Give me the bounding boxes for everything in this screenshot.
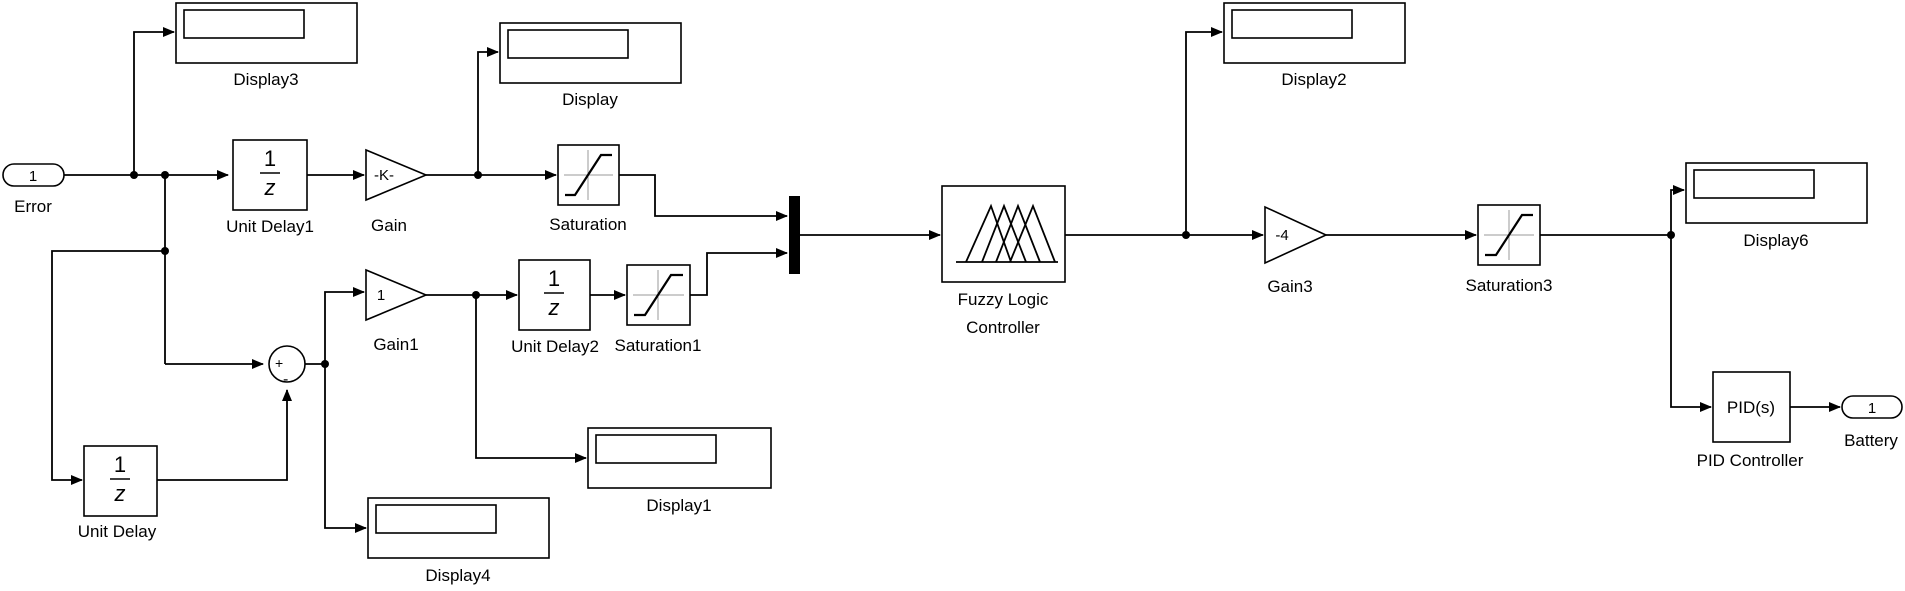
unit-delay2-block[interactable]: 1 z Unit Delay2	[511, 259, 599, 356]
fuzzy-label-line2: Controller	[966, 318, 1040, 337]
gain-label: Gain	[371, 216, 407, 235]
unit-delay2-label: Unit Delay2	[511, 337, 599, 356]
unit-delay-label: Unit Delay	[78, 522, 157, 541]
saturation3-block[interactable]: Saturation3	[1466, 204, 1553, 295]
outport-battery[interactable]: 1 Battery	[1841, 395, 1903, 450]
sum-plus-sign: +	[275, 355, 283, 371]
delay-denominator: z	[548, 295, 560, 320]
membership-functions-icon	[956, 203, 1058, 263]
inport-label: Error	[14, 197, 52, 216]
pid-controller-label: PID Controller	[1697, 451, 1804, 470]
inport-number: 1	[29, 168, 37, 185]
unit-delay-block[interactable]: 1 z Unit Delay	[78, 445, 158, 541]
delay-numerator: 1	[548, 266, 560, 291]
display4-label: Display4	[425, 566, 490, 585]
display3-block[interactable]: Display3	[175, 2, 358, 89]
display1-block[interactable]: Display1	[587, 427, 772, 515]
inport-error[interactable]: 1 Error	[2, 163, 65, 216]
saturation3-label: Saturation3	[1466, 276, 1553, 295]
saturation-label: Saturation	[549, 215, 627, 234]
outport-label: Battery	[1844, 431, 1898, 450]
pid-controller-block[interactable]: PID(s) PID Controller	[1697, 371, 1804, 470]
delay-numerator: 1	[114, 452, 126, 477]
gain-value: -K-	[374, 167, 394, 184]
delay-denominator: z	[114, 481, 126, 506]
sum-minus-sign: -	[283, 371, 288, 388]
sum-block[interactable]: + -	[268, 345, 306, 388]
mux-block[interactable]	[789, 196, 800, 274]
unit-delay1-block[interactable]: 1 z Unit Delay1	[226, 139, 314, 236]
saturation1-label: Saturation1	[615, 336, 702, 355]
delay-denominator: z	[264, 175, 276, 200]
display6-label: Display6	[1743, 231, 1808, 250]
display6-block[interactable]: Display6	[1685, 162, 1868, 250]
display4-block[interactable]: Display4	[367, 497, 550, 585]
outport-number: 1	[1868, 400, 1876, 417]
display2-block[interactable]: Display2	[1223, 2, 1406, 89]
display-label: Display	[562, 90, 618, 109]
display1-label: Display1	[646, 496, 711, 515]
display3-label: Display3	[233, 70, 298, 89]
gain1-block[interactable]: 1 Gain1	[365, 268, 429, 354]
gain3-block[interactable]: -4 Gain3	[1264, 205, 1328, 296]
fuzzy-label-line1: Fuzzy Logic	[958, 290, 1049, 309]
fuzzy-logic-controller-block[interactable]: Fuzzy Logic Controller	[941, 185, 1066, 337]
gain1-value: 1	[377, 287, 385, 304]
pid-value: PID(s)	[1727, 398, 1775, 417]
delay-numerator: 1	[264, 146, 276, 171]
gain3-label: Gain3	[1267, 277, 1312, 296]
saturation1-block[interactable]: Saturation1	[615, 264, 702, 355]
saturation-block[interactable]: Saturation	[549, 144, 627, 234]
gain3-value: -4	[1275, 227, 1288, 244]
unit-delay1-label: Unit Delay1	[226, 217, 314, 236]
junction-dots	[130, 171, 1675, 368]
signal-lines	[51, 27, 1841, 533]
gain1-label: Gain1	[373, 335, 418, 354]
display2-label: Display2	[1281, 70, 1346, 89]
gain-block[interactable]: -K- Gain	[365, 148, 429, 235]
display-block[interactable]: Display	[499, 22, 682, 109]
